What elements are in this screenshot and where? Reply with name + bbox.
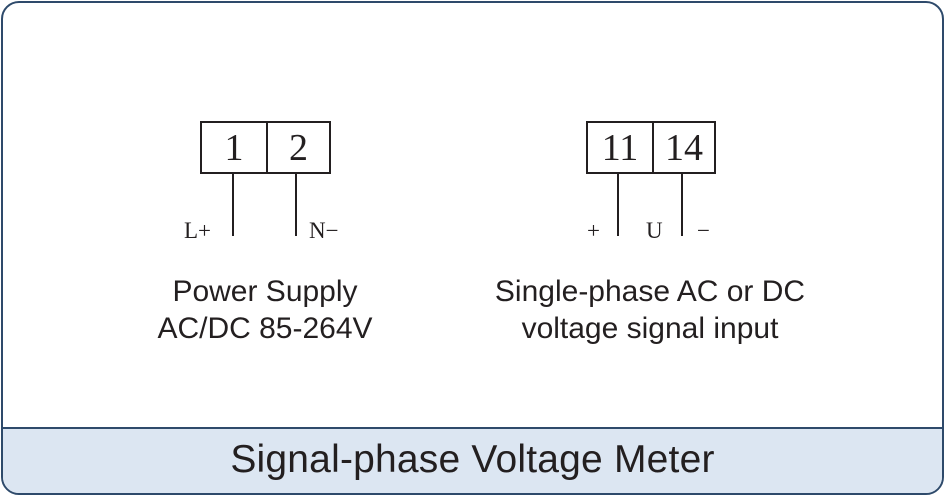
terminal-11: 11 <box>601 126 639 169</box>
diagram-title: Signal-phase Voltage Meter <box>230 438 715 481</box>
power-caption-line1: Power Supply <box>172 275 358 308</box>
signal-caption-line1: Single-phase AC or DC <box>494 275 806 308</box>
wire-terminal-1 <box>232 172 234 236</box>
pin-label-u: U <box>646 218 663 243</box>
pin-label-l-plus: L+ <box>184 218 212 243</box>
wire-terminal-14 <box>681 172 683 236</box>
terminal-14: 14 <box>652 123 714 172</box>
wire-terminal-11 <box>617 172 619 236</box>
power-terminal-block: 1 2 <box>200 121 331 174</box>
pin-label-minus: − <box>697 218 710 243</box>
signal-caption-line2: voltage signal input <box>521 312 779 345</box>
pin-label-plus: + <box>587 218 600 243</box>
signal-terminal-block: 11 14 <box>586 121 716 174</box>
power-caption-line2: AC/DC 85-264V <box>157 312 373 345</box>
title-bar: Signal-phase Voltage Meter <box>3 427 942 493</box>
wire-terminal-2 <box>295 172 297 236</box>
power-supply-caption: Power Supply AC/DC 85-264V <box>135 273 395 347</box>
terminal-1: 1 <box>224 126 244 169</box>
terminal-2: 2 <box>266 123 329 172</box>
pin-label-n-minus: N− <box>309 218 339 243</box>
signal-input-caption: Single-phase AC or DC voltage signal inp… <box>465 273 835 347</box>
